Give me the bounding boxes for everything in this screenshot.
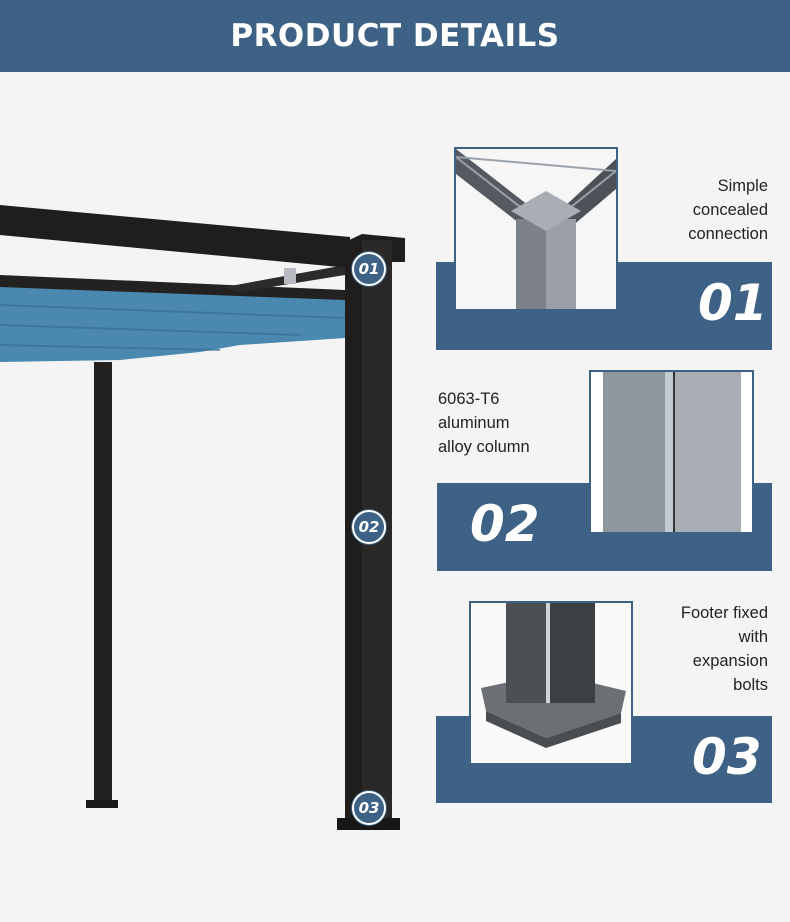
detail-01-number: 01 <box>698 274 768 332</box>
detail-03-photo <box>469 601 633 765</box>
desc-line: concealed <box>692 201 768 219</box>
callout-badge-01: 01 <box>352 252 386 286</box>
top-beam <box>0 205 350 268</box>
desc-line: 6063-T6 <box>438 390 500 408</box>
rear-beam <box>0 275 345 300</box>
detail-02-photo <box>589 370 754 534</box>
canopy-fabric <box>0 282 345 362</box>
left-post-base <box>86 800 118 808</box>
page-header: PRODUCT DETAILS <box>0 0 790 72</box>
desc-line: alloy column <box>438 438 530 456</box>
callout-badge-02: 02 <box>352 510 386 544</box>
aluminum-column-image <box>591 372 752 532</box>
page-title: PRODUCT DETAILS <box>230 18 560 54</box>
left-post <box>94 362 112 802</box>
detail-02-description: 6063-T6 aluminum alloy column <box>438 387 530 459</box>
corner-connection-image <box>456 149 616 309</box>
detail-01-description: Simple concealed connection <box>688 174 768 246</box>
desc-line: bolts <box>733 676 768 694</box>
detail-03-description: Footer fixed with expansion bolts <box>681 601 768 697</box>
desc-line: Simple <box>717 177 768 195</box>
callout-badge-03: 03 <box>352 791 386 825</box>
bracket <box>284 268 296 284</box>
desc-line: expansion <box>692 652 768 670</box>
footer-base-image <box>471 603 631 763</box>
detail-01-photo <box>454 147 618 311</box>
desc-line: Footer fixed <box>680 604 768 622</box>
desc-line: aluminum <box>438 414 510 432</box>
desc-line: with <box>738 628 768 646</box>
detail-02-number: 02 <box>470 495 540 553</box>
desc-line: connection <box>688 225 768 243</box>
detail-03-number: 03 <box>692 728 762 786</box>
